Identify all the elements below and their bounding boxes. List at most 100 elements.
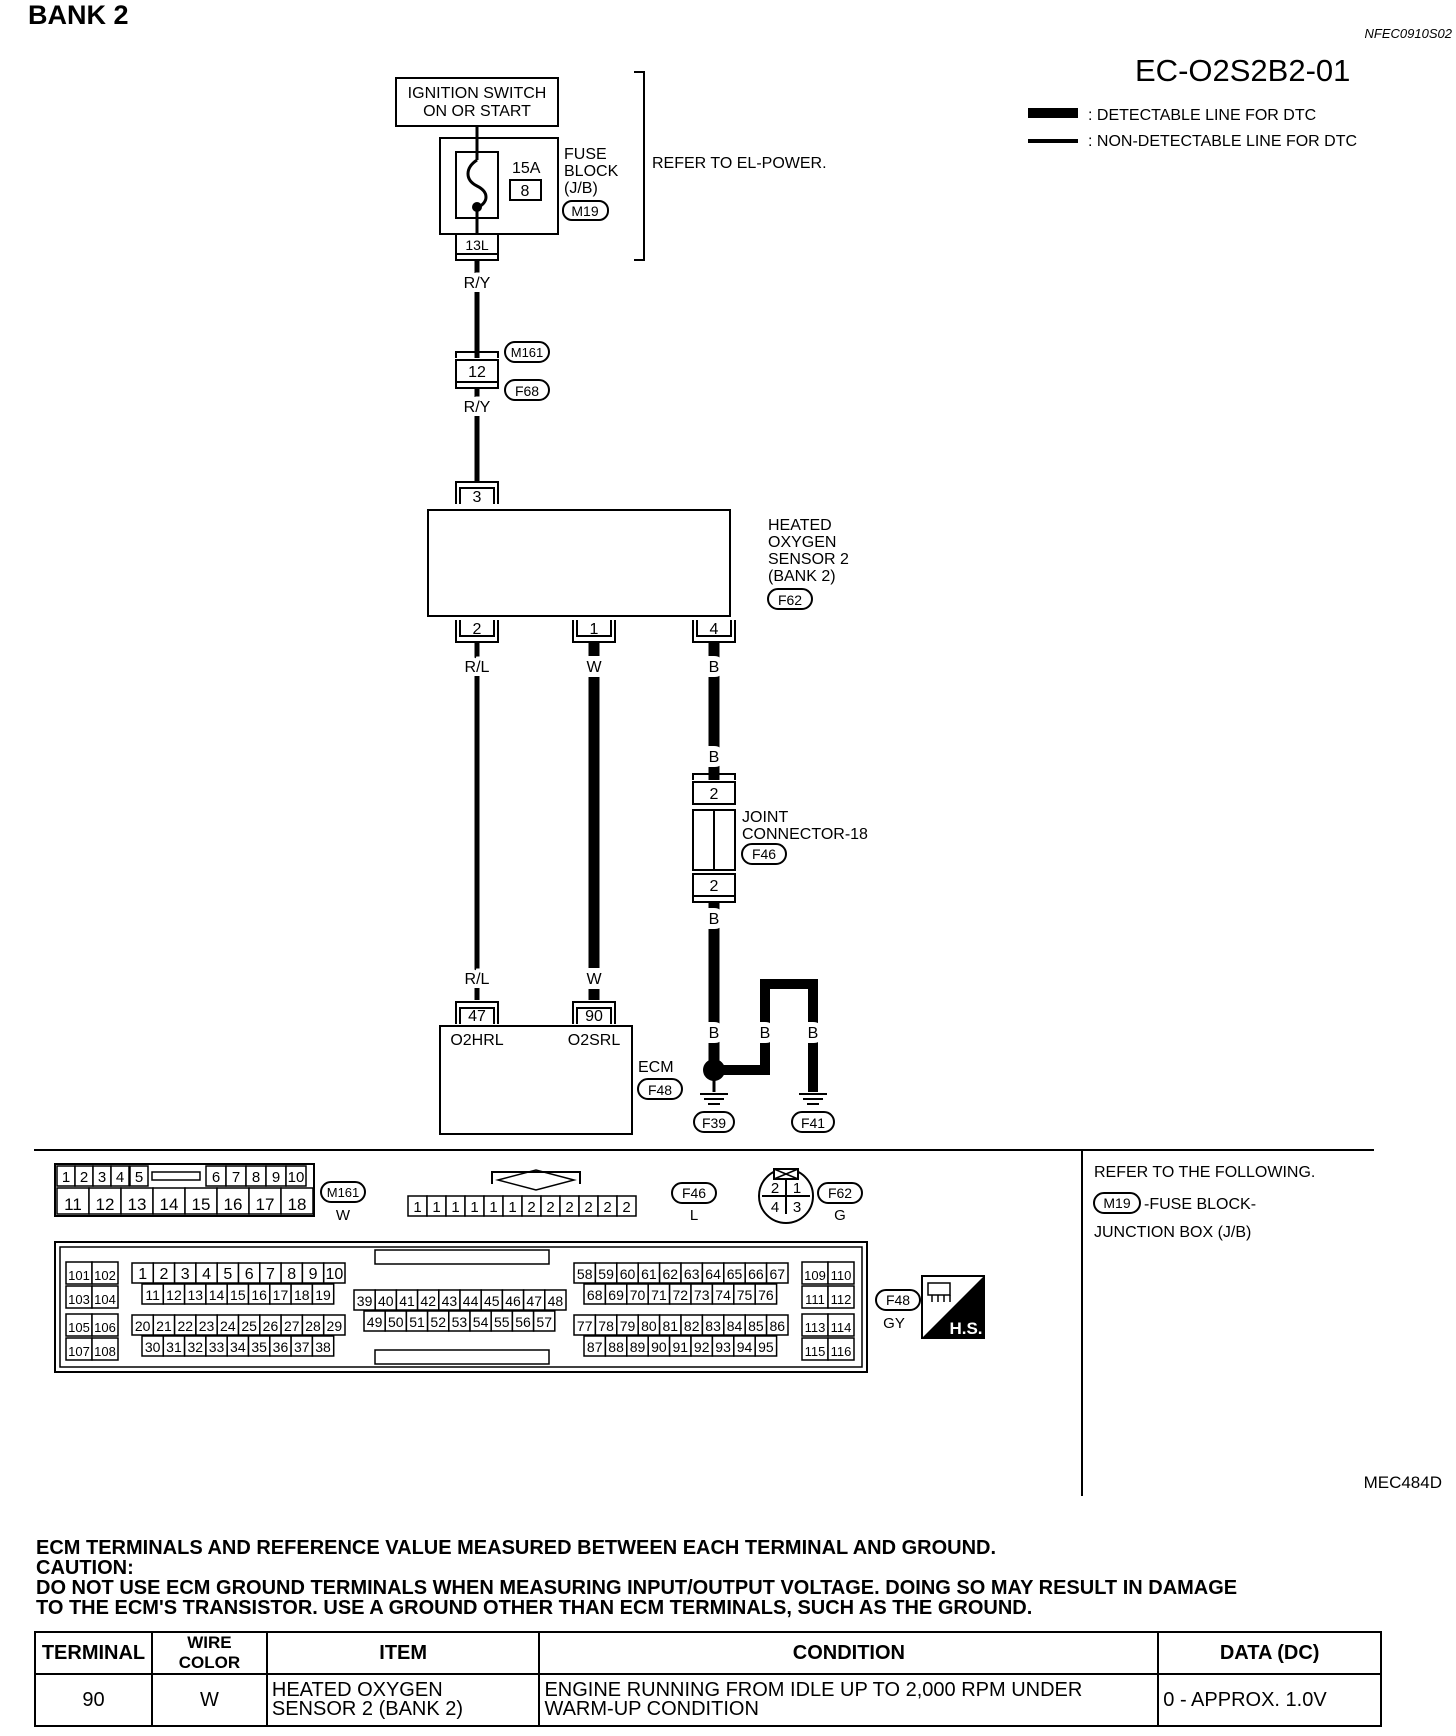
sensor-terminal-top: 3 <box>473 489 482 506</box>
pin-label: 2 <box>527 1199 535 1216</box>
pin-label: 50 <box>388 1314 404 1330</box>
pin-label: 4 <box>116 1169 124 1186</box>
pin-cell <box>91 1261 119 1285</box>
refer-panel-connector: M19 <box>1103 1195 1130 1211</box>
pin-label: 90 <box>651 1339 667 1355</box>
pin-label: 107 <box>68 1344 90 1359</box>
pin-label: 109 <box>804 1268 826 1283</box>
pin-label: 7 <box>266 1266 275 1283</box>
pin-label: 5 <box>135 1169 143 1186</box>
pin-label: 8 <box>252 1169 260 1186</box>
pin-label: 70 <box>630 1287 646 1303</box>
pin-label: 33 <box>209 1339 225 1355</box>
pin-label: 38 <box>315 1339 331 1355</box>
f62-id: F62 <box>828 1185 852 1201</box>
f62-pin: 4 <box>771 1199 779 1216</box>
cell-condition: ENGINE RUNNING FROM IDLE UP TO 2,000 RPM… <box>538 1673 1160 1727</box>
pin-label: 6 <box>245 1266 254 1283</box>
pin-label: 28 <box>305 1318 321 1334</box>
pin-label: 106 <box>94 1320 116 1335</box>
inline-connector-a: M161 <box>511 345 544 360</box>
pin-label: 7 <box>232 1169 240 1186</box>
pin-cell <box>311 1283 335 1305</box>
wire-label-ry-2: R/Y <box>464 399 491 416</box>
fuse-block-label-3: (J/B) <box>564 180 598 197</box>
pin-label: 23 <box>199 1318 215 1334</box>
pin-label: 81 <box>663 1318 679 1334</box>
pin-cell <box>827 1337 855 1361</box>
pin-cell <box>129 1165 149 1187</box>
ecm-connector: F48 <box>648 1082 672 1098</box>
pin-cell <box>322 1314 346 1336</box>
pin-label: 1 <box>138 1266 147 1283</box>
pin-label: 58 <box>577 1266 593 1282</box>
ecm-terminal-b: 90 <box>585 1008 603 1025</box>
ground-symbol-f39 <box>700 1080 728 1105</box>
ground-splice <box>703 1059 725 1081</box>
pin-label: 1 <box>62 1169 70 1186</box>
pin-label: 59 <box>598 1266 614 1282</box>
pin-cell <box>216 1187 250 1215</box>
cell-condition-line-2: WARM-UP CONDITION <box>544 1698 759 1720</box>
pin-label: 115 <box>805 1344 826 1359</box>
pin-label: 3 <box>181 1266 190 1283</box>
inline-terminal: 12 <box>468 364 486 381</box>
sensor-label-3: SENSOR 2 <box>768 551 849 568</box>
pin-cell <box>91 1285 119 1309</box>
note-caution: CAUTION: <box>36 1557 134 1579</box>
pin-cell <box>827 1261 855 1285</box>
pin-label: 65 <box>727 1266 743 1282</box>
sensor-terminal-a: 2 <box>473 621 482 638</box>
pin-label: 31 <box>166 1339 182 1355</box>
pin-label: 51 <box>409 1314 425 1330</box>
pin-cell <box>88 1187 122 1215</box>
fuse-number: 8 <box>521 183 530 200</box>
pin-label: 2 <box>159 1266 168 1283</box>
pin-label: 25 <box>241 1318 257 1334</box>
m161-id: M161 <box>327 1185 360 1200</box>
pin-label: 77 <box>577 1318 593 1334</box>
refer-el-power: REFER TO EL-POWER. <box>652 155 827 172</box>
pin-label: 14 <box>209 1287 225 1303</box>
pin-label: 2 <box>584 1199 592 1216</box>
f48-id: F48 <box>886 1292 910 1308</box>
pin-label: 11 <box>64 1195 82 1214</box>
ground-f39: F39 <box>702 1115 726 1131</box>
pin-label: 2 <box>622 1199 630 1216</box>
pin-label: 85 <box>748 1318 764 1334</box>
wire-label-b-6: B <box>808 1025 819 1042</box>
pin-label: 16 <box>224 1195 243 1214</box>
pin-label: 18 <box>294 1287 310 1303</box>
pin-label: 57 <box>536 1314 552 1330</box>
pin-label: 12 <box>166 1287 182 1303</box>
f46-color: L <box>690 1207 698 1224</box>
ecm-box <box>439 1025 633 1135</box>
pin-label: 79 <box>620 1318 636 1334</box>
header-terminal: TERMINAL <box>34 1631 153 1675</box>
pin-label: 102 <box>94 1268 116 1283</box>
hs-label: H.S. <box>949 1319 982 1338</box>
connector-view-f62: 2 1 4 3 <box>758 1168 814 1224</box>
fuse-number-box <box>509 179 542 201</box>
pin-label: 80 <box>641 1318 657 1334</box>
pin-label: 53 <box>452 1314 468 1330</box>
ignition-switch-label: IGNITION SWITCH <box>408 85 547 102</box>
pin-cell <box>311 1335 335 1357</box>
pin-label: 36 <box>273 1339 289 1355</box>
m161-color: W <box>336 1207 351 1224</box>
pin-label: 92 <box>694 1339 710 1355</box>
pin-label: 95 <box>758 1339 774 1355</box>
pin-label: 62 <box>663 1266 679 1282</box>
pin-label: 40 <box>378 1293 394 1309</box>
legend-non-detectable-label: : NON-DETECTABLE LINE FOR DTC <box>1088 133 1357 150</box>
pin-label: 37 <box>294 1339 310 1355</box>
pin-label: 60 <box>620 1266 636 1282</box>
pin-label: 63 <box>684 1266 700 1282</box>
page-title: BANK 2 <box>28 0 129 30</box>
pin-cell <box>110 1165 130 1187</box>
pin-label: 20 <box>135 1318 151 1334</box>
pin-cell <box>765 1262 789 1284</box>
fuse-block-connector: M19 <box>571 203 598 219</box>
wire-label-b-4: B <box>709 1025 720 1042</box>
